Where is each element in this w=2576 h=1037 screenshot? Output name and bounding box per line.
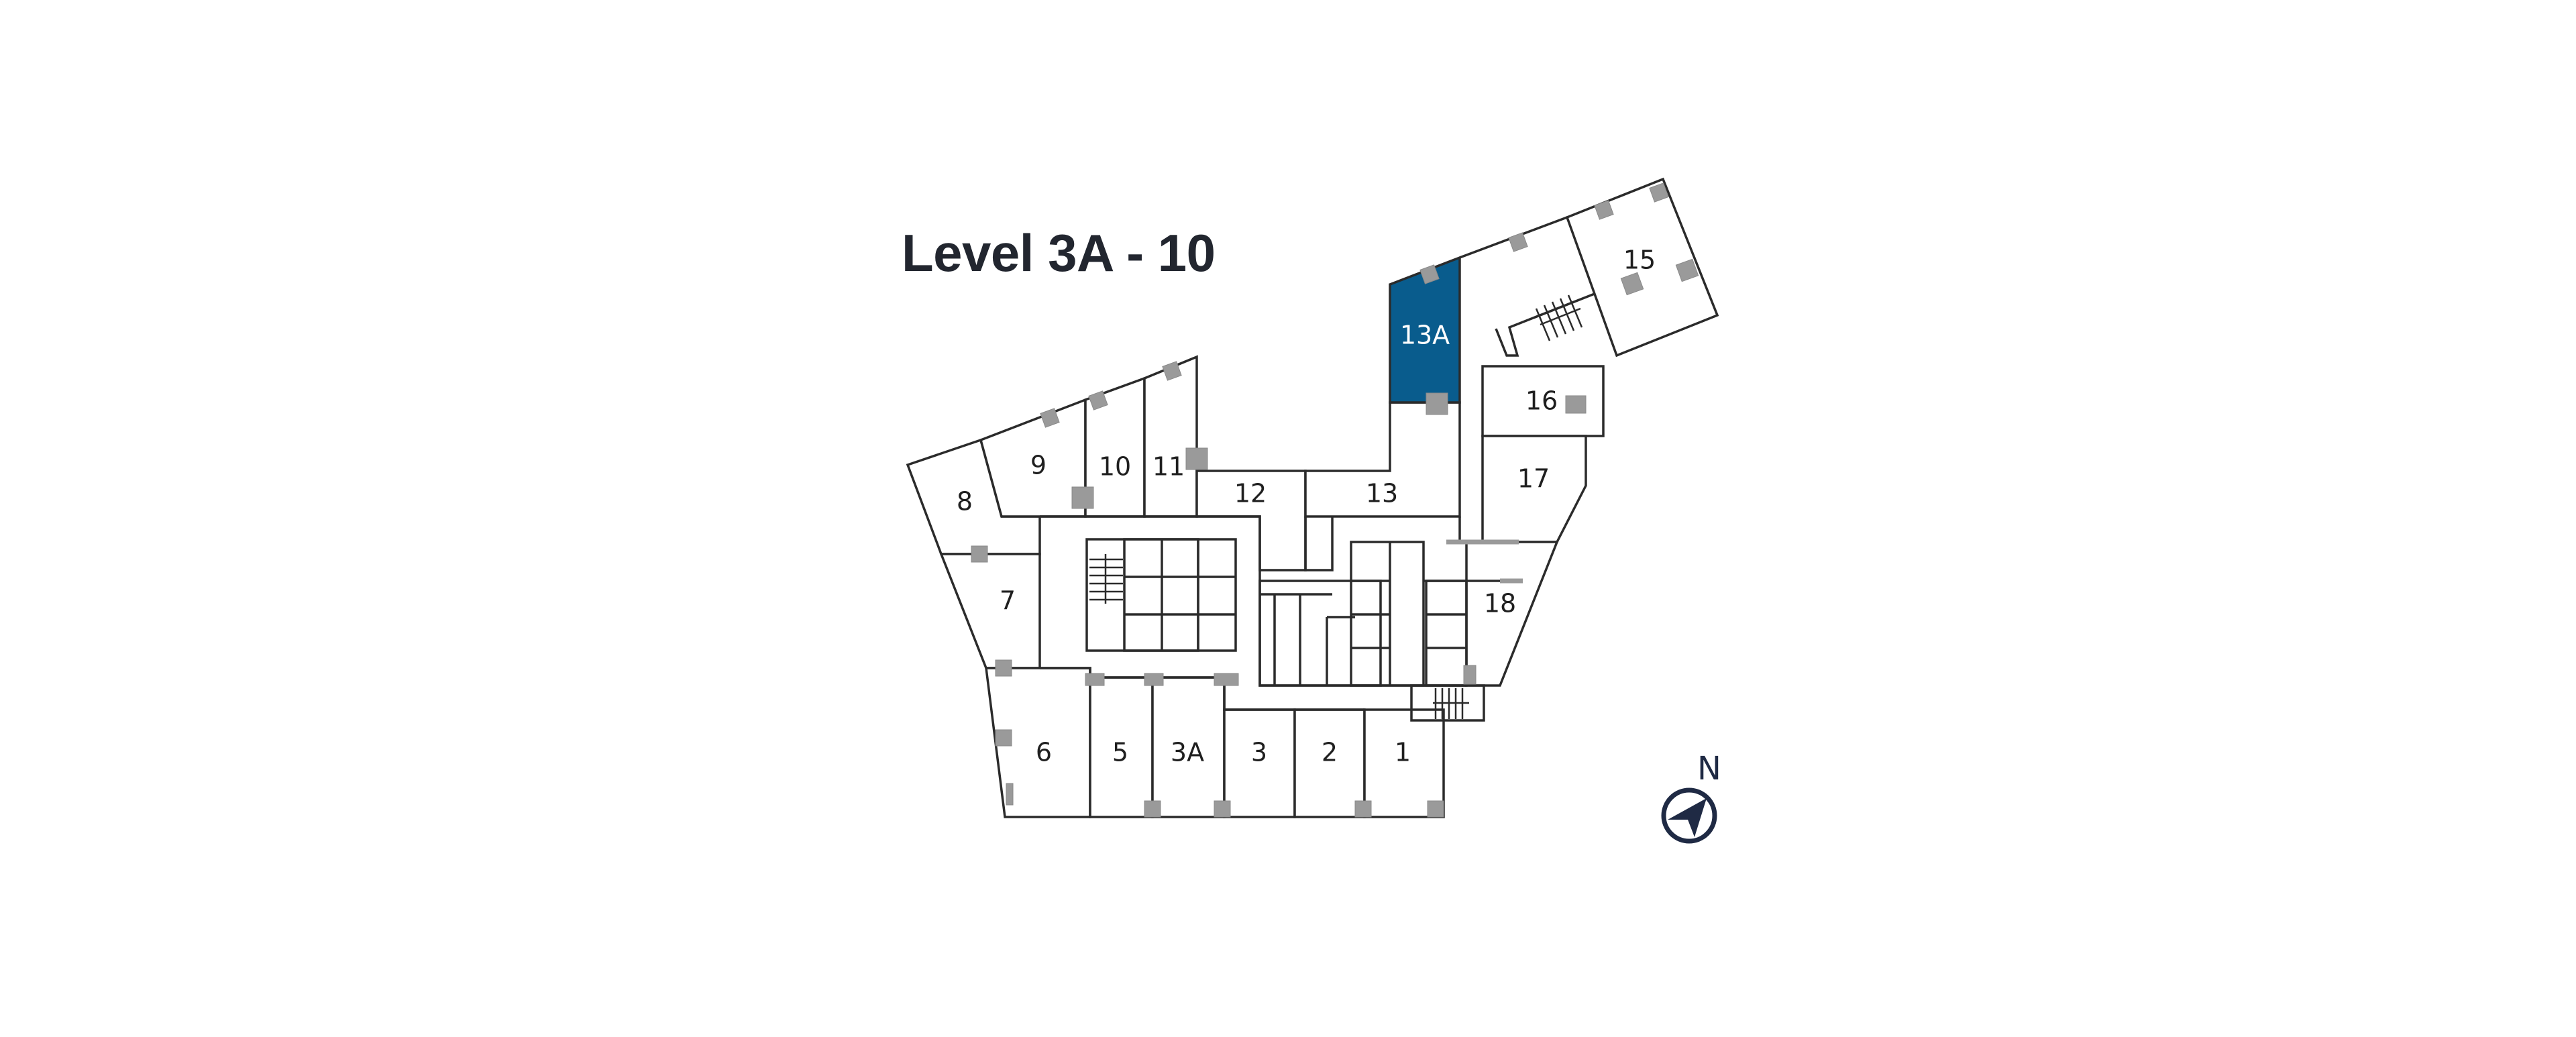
compass-label: N	[1697, 750, 1721, 787]
unit-label-17: 17	[1517, 464, 1550, 494]
unit-3a[interactable]	[1151, 676, 1226, 818]
unit-13a[interactable]	[1389, 256, 1461, 404]
unit-17[interactable]	[1481, 435, 1587, 543]
unit-2[interactable]	[1293, 708, 1366, 818]
unit-label-2: 2	[1322, 738, 1338, 767]
unit-label-16: 16	[1525, 386, 1558, 416]
stair-south	[1433, 688, 1469, 719]
unit-label-18: 18	[1484, 589, 1516, 618]
page-title: Level 3A - 10	[902, 223, 1216, 282]
unit-label-8: 8	[957, 487, 973, 516]
unit-label-9: 9	[1030, 451, 1046, 480]
unit-3[interactable]	[1223, 708, 1296, 818]
core-walls	[1040, 515, 1523, 722]
unit-labels: 1 2 3 3A 5 6 7 8 9 10 11 12 13 13A 15 16…	[957, 245, 1656, 767]
structural-columns	[971, 182, 1699, 818]
unit-7[interactable]	[939, 553, 1041, 669]
stair-core-west	[1089, 554, 1123, 604]
compass-ring	[1661, 787, 1717, 844]
unit-label-13: 13	[1366, 479, 1398, 508]
unit-label-6: 6	[1036, 738, 1052, 767]
unit-label-5: 5	[1112, 738, 1128, 767]
unit-label-3a: 3A	[1171, 738, 1204, 767]
unit-label-15: 15	[1623, 245, 1656, 275]
unit-label-3: 3	[1251, 738, 1267, 767]
unit-11[interactable]	[1143, 355, 1198, 518]
unit-label-1: 1	[1395, 738, 1411, 767]
north-arrow-icon	[1668, 798, 1707, 837]
unit-label-10: 10	[1099, 452, 1131, 482]
unit-label-12: 12	[1234, 479, 1267, 508]
unit-15[interactable]	[1565, 177, 1719, 358]
unit-label-11: 11	[1152, 452, 1185, 482]
stair-northeast	[1535, 294, 1583, 341]
unit-label-7: 7	[1000, 586, 1016, 616]
unit-1[interactable]	[1363, 708, 1445, 818]
unit-label-13a: 13A	[1400, 321, 1450, 350]
north-compass: N	[1661, 750, 1721, 844]
